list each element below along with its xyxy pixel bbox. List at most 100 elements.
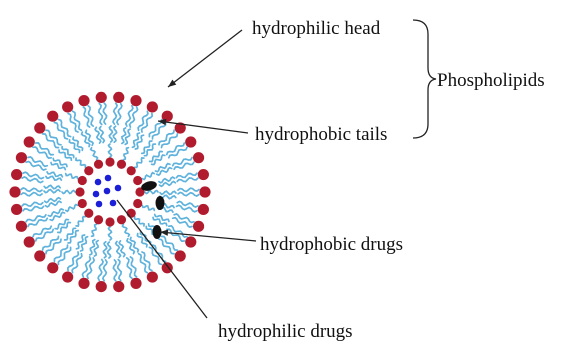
lipid-tail (91, 148, 98, 160)
hydrophilic-head (9, 186, 20, 197)
hydrophilic-head (175, 250, 186, 261)
lipid-tail (130, 257, 136, 277)
lipid-tail (88, 106, 93, 126)
lipid-tail (113, 126, 116, 142)
lipid-tail (94, 241, 98, 257)
lipid-tail (73, 111, 82, 130)
hydrophilic-head (198, 204, 209, 215)
lipid-tail (90, 240, 95, 255)
hydrophilic-head (34, 122, 45, 133)
hydrophilic-head (193, 152, 204, 163)
lipid-tail (92, 224, 97, 236)
hydrophilic-head (127, 166, 136, 175)
hydrophilic-head (47, 262, 58, 273)
lipid-tail (62, 191, 75, 194)
hydrophilic-head (133, 199, 142, 208)
hydrophilic-head-pointer (168, 30, 242, 87)
lipid-tail (76, 158, 86, 167)
hydrophilic-head (47, 111, 58, 122)
lipid-tail (113, 260, 116, 281)
hydrophilic-head (62, 271, 73, 282)
hydrophilic-drug (110, 200, 117, 207)
hydrophilic-drug (95, 179, 102, 186)
lipid-tail (23, 206, 44, 210)
hydrophilic-head (84, 209, 93, 218)
lipid-tail (22, 202, 43, 206)
hydrophilic-head (78, 278, 89, 289)
lipid-tail (66, 205, 78, 212)
hydrophilic-head (94, 160, 103, 169)
hydrophilic-head (78, 199, 87, 208)
lipid-tail (53, 158, 67, 166)
lipid-tail (47, 172, 62, 177)
hydrophobic-drugs-pointer (160, 232, 256, 241)
hydrophilic-head (62, 101, 73, 112)
hydrophilic-head (105, 217, 114, 226)
hydrophilic-head (130, 95, 141, 106)
hydrophilic-head (127, 209, 136, 218)
lipid-tail (66, 174, 78, 179)
hydrophilic-head (96, 92, 107, 103)
hydrophilic-drug (115, 185, 122, 192)
lipid-tail (103, 242, 106, 258)
lipid-tail (99, 104, 103, 125)
lipid-tail (21, 193, 42, 196)
lipid-tail (123, 224, 130, 236)
hydrophilic-head (147, 271, 158, 282)
hydrophilic-head (117, 160, 126, 169)
lipid-tail (118, 260, 122, 281)
lipid-tail (177, 173, 198, 177)
lipid-tail (178, 188, 199, 191)
lipid-tail (135, 158, 144, 168)
lipid-tail (44, 185, 60, 188)
hydrophilic-head (11, 169, 22, 180)
hydrophilic-head (11, 204, 22, 215)
hydrophilic-head (96, 281, 107, 292)
hydrophilic-head (16, 152, 27, 163)
lipid-tail (21, 188, 42, 192)
hydrophilic-drug (93, 191, 100, 198)
hydrophilic-head (185, 236, 196, 247)
lipid-tail (139, 254, 148, 273)
lipid-tail (103, 103, 106, 124)
lipid-tail (132, 133, 139, 147)
hydrophobic-tails-label: hydrophobic tails (255, 125, 387, 144)
hydrophilic-drug (104, 188, 111, 195)
lipid-tail (123, 148, 128, 160)
hydrophilic-head (185, 136, 196, 147)
hydrophilic-head (133, 176, 142, 185)
hydrophilic-head (113, 281, 124, 292)
hydrophobic-tails-pointer (158, 121, 248, 133)
lipid-tail (98, 260, 103, 281)
lipid-tail (145, 191, 158, 194)
hydrophilic-head (75, 187, 84, 196)
lipid-tail (155, 214, 169, 221)
hydrophilic-head (94, 215, 103, 224)
hydrophilic-head (78, 176, 87, 185)
hydrophilic-head-pointer-head (168, 80, 176, 87)
lipid-tail (109, 144, 112, 157)
hydrophilic-head (193, 221, 204, 232)
hydrophilic-head-label: hydrophilic head (252, 19, 380, 38)
lipid-tail (108, 242, 111, 258)
lipid-tail (81, 237, 88, 251)
hydrophilic-head (84, 166, 93, 175)
lipid-tail (117, 104, 122, 125)
hydrophilic-head (130, 278, 141, 289)
lipid-tail (177, 178, 198, 182)
lipid-tail (178, 192, 199, 196)
hydrophilic-head (113, 92, 124, 103)
hydrophilic-drug (105, 175, 112, 182)
lipid-tail (142, 205, 154, 210)
lipid-tail (135, 135, 143, 149)
lipid-tail (109, 126, 112, 142)
lipid-tail (68, 114, 78, 133)
hydrophilic-drugs-core (93, 175, 122, 208)
hydrophilic-head (199, 186, 210, 197)
lipid-tail (36, 229, 54, 241)
lipid-tail (83, 107, 89, 127)
lipid-tail (46, 176, 62, 180)
hydrophilic-head (198, 169, 209, 180)
